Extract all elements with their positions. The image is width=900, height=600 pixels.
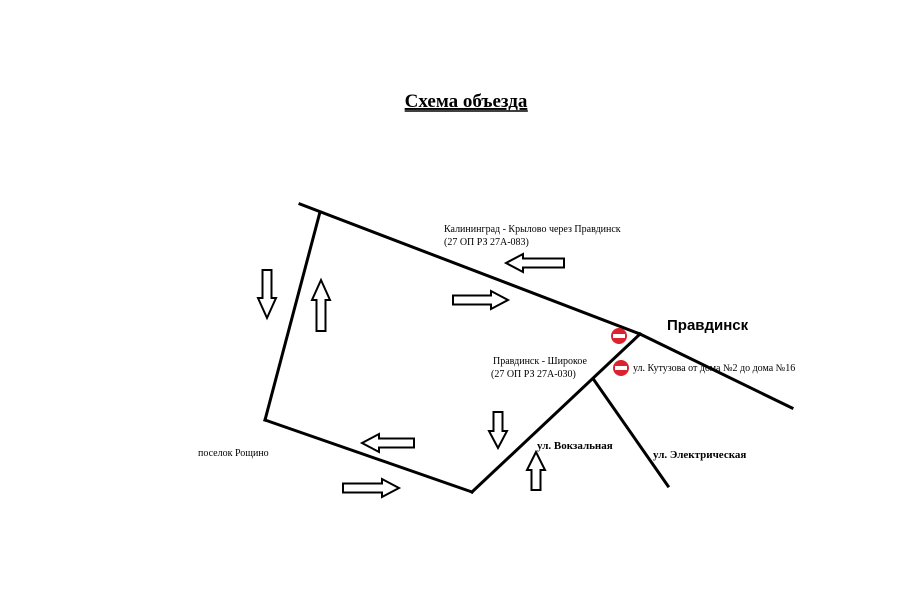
road-label-kaliningrad: Калининград - Крылово через Правдинск [444, 224, 621, 235]
no-entry-sign-icon [611, 328, 627, 344]
arrow-up-icon [310, 277, 332, 332]
road-code-shirokoe: (27 ОП РЗ 27А-030) [491, 369, 576, 380]
village-label: поселок Рощино [198, 448, 269, 459]
arrow-right-icon [342, 477, 402, 499]
roads [263, 202, 795, 495]
street-label-vokzalnaya: ул. Вокзальная [537, 440, 613, 452]
road-elektricheskaya [591, 377, 671, 489]
city-label: Правдинск [667, 317, 749, 334]
arrow-down-icon [487, 411, 509, 451]
arrow-right-icon [452, 289, 511, 311]
road-label-shirokoe: Правдинск - Широкое [493, 356, 587, 367]
road-roshchino-west [263, 210, 322, 422]
page-title: Схема объезда [405, 91, 528, 112]
street-label-kutuzova: ул. Кутузова от дома №2 до дома №16 [633, 363, 795, 374]
no-entry-sign-icon [613, 360, 629, 376]
arrow-left-icon [359, 432, 415, 454]
road-kaliningrad-krylovo [298, 202, 642, 336]
arrow-down-icon [256, 269, 278, 321]
road-code-kaliningrad: (27 ОП РЗ 27А-083) [444, 237, 529, 248]
road-roshchino-south [263, 418, 474, 494]
street-label-elektricheskaya: ул. Электрическая [653, 449, 746, 461]
road-kutuzova [637, 331, 795, 411]
road-pravdinsk-shirokoe [469, 331, 643, 495]
arrow-left-icon [503, 252, 565, 274]
arrow-up-icon [525, 449, 547, 491]
